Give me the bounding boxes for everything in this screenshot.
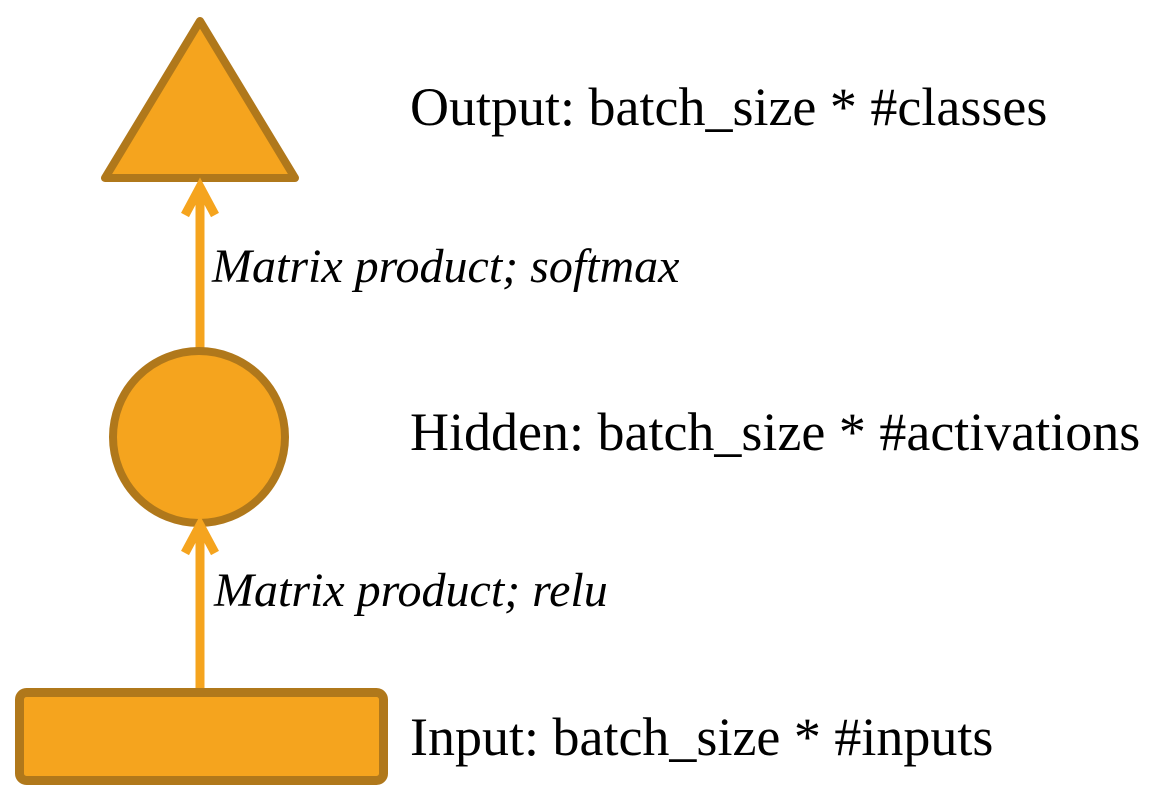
edge-label-matrix-product-softmax: Matrix product; softmax [212, 240, 680, 293]
input-rectangle-shape [15, 688, 388, 785]
arrow-hidden-to-output [181, 177, 219, 348]
hidden-node-label: Hidden: batch_size * #activations [410, 402, 1141, 462]
output-node-label: Output: batch_size * #classes [410, 77, 1048, 137]
input-node-label: Input: batch_size * #inputs [410, 707, 994, 767]
hidden-circle-shape [109, 347, 289, 527]
output-triangle-shape [101, 17, 299, 182]
edge-label-matrix-product-relu: Matrix product; relu [214, 564, 608, 617]
arrow-input-to-hidden [181, 515, 219, 688]
